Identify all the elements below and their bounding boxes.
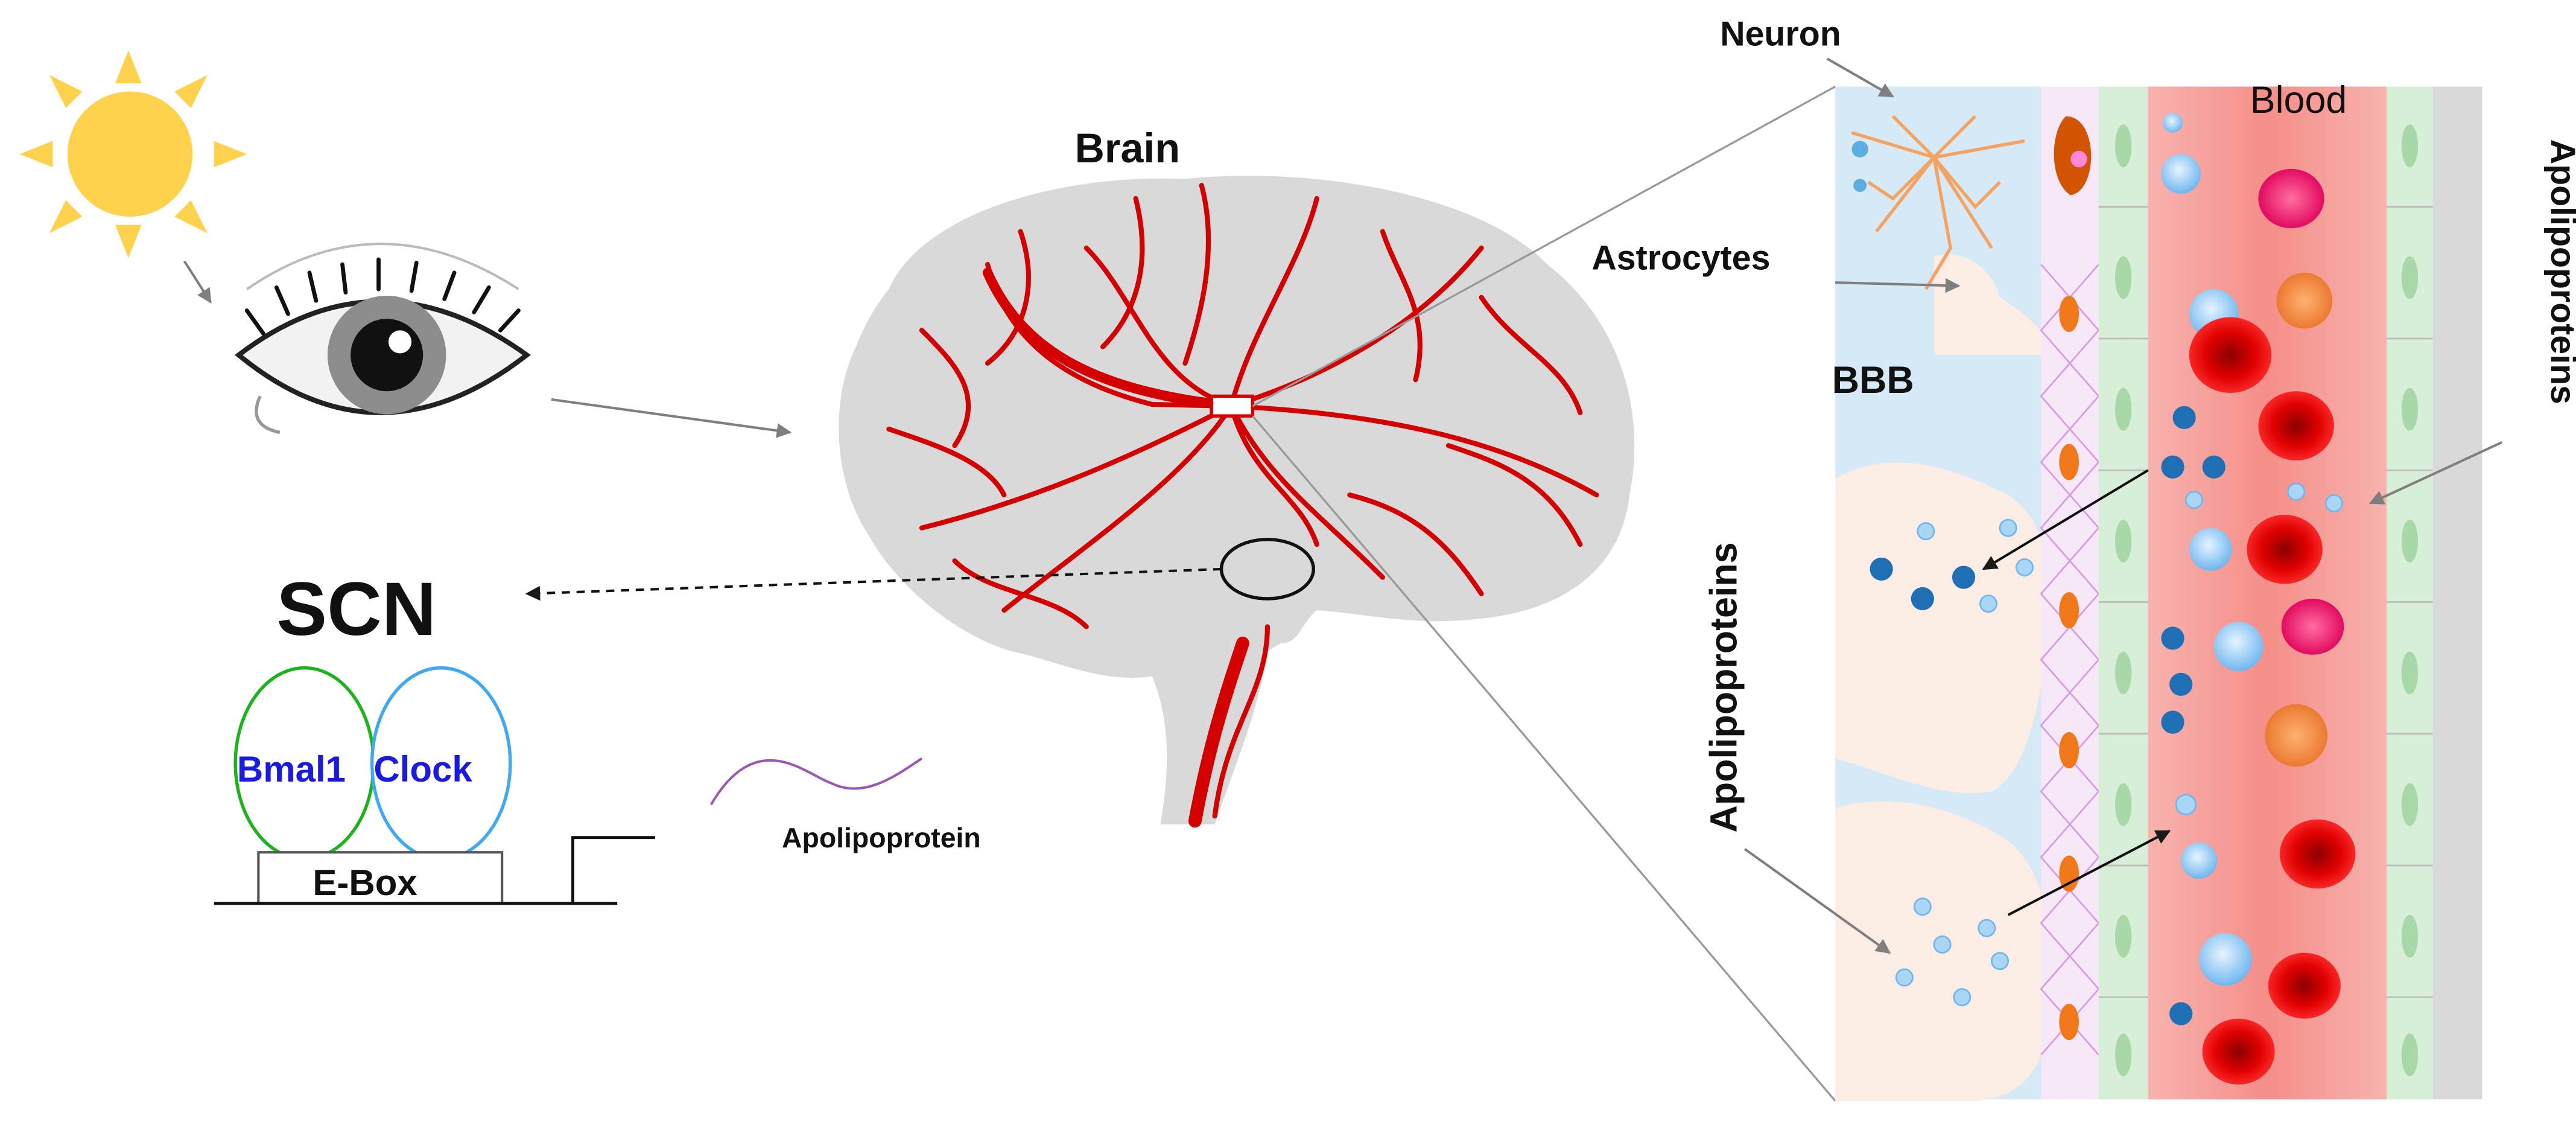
sun-to-eye-arrow <box>183 260 212 304</box>
mrna-wave <box>709 757 923 806</box>
neuron-label: Neuron <box>1720 14 1841 53</box>
ebox-label: E-Box <box>312 862 417 903</box>
apolipoproteins-right-label: Apolipoproteins <box>2543 139 2576 404</box>
neuron-arrow <box>1826 57 1894 98</box>
eye-icon <box>235 243 531 435</box>
astrocytes-arrow <box>1835 278 1961 293</box>
clock-label: Clock <box>373 749 472 789</box>
apolipoproteins-right-arrow <box>2368 441 2503 505</box>
bmal1-label: Bmal1 <box>237 749 346 789</box>
zoom-line-bottom <box>1252 415 1836 1102</box>
eye-to-brain-arrow <box>551 398 792 438</box>
brain-to-scn-arrow <box>525 567 1222 601</box>
blood-label: Blood <box>2250 79 2347 121</box>
astrocytes-label: Astrocytes <box>1591 238 1770 277</box>
apolipoprotein-label: Apolipoprotein <box>782 822 981 853</box>
apolipoproteins-left-arrow <box>1743 848 1891 954</box>
bbb-label: BBB <box>1832 359 1914 401</box>
gene-line <box>214 836 655 905</box>
ebox-box <box>257 851 504 905</box>
bbb-panel <box>1835 86 2482 1101</box>
apolipoproteins-left-label: Apolipoproteins <box>1702 542 1745 832</box>
zoom-line-top <box>1252 86 1836 407</box>
brain-illustration <box>839 176 1635 828</box>
sun-icon <box>19 50 247 258</box>
brain-label: Brain <box>1075 126 1180 171</box>
scn-label: SCN <box>276 566 436 651</box>
